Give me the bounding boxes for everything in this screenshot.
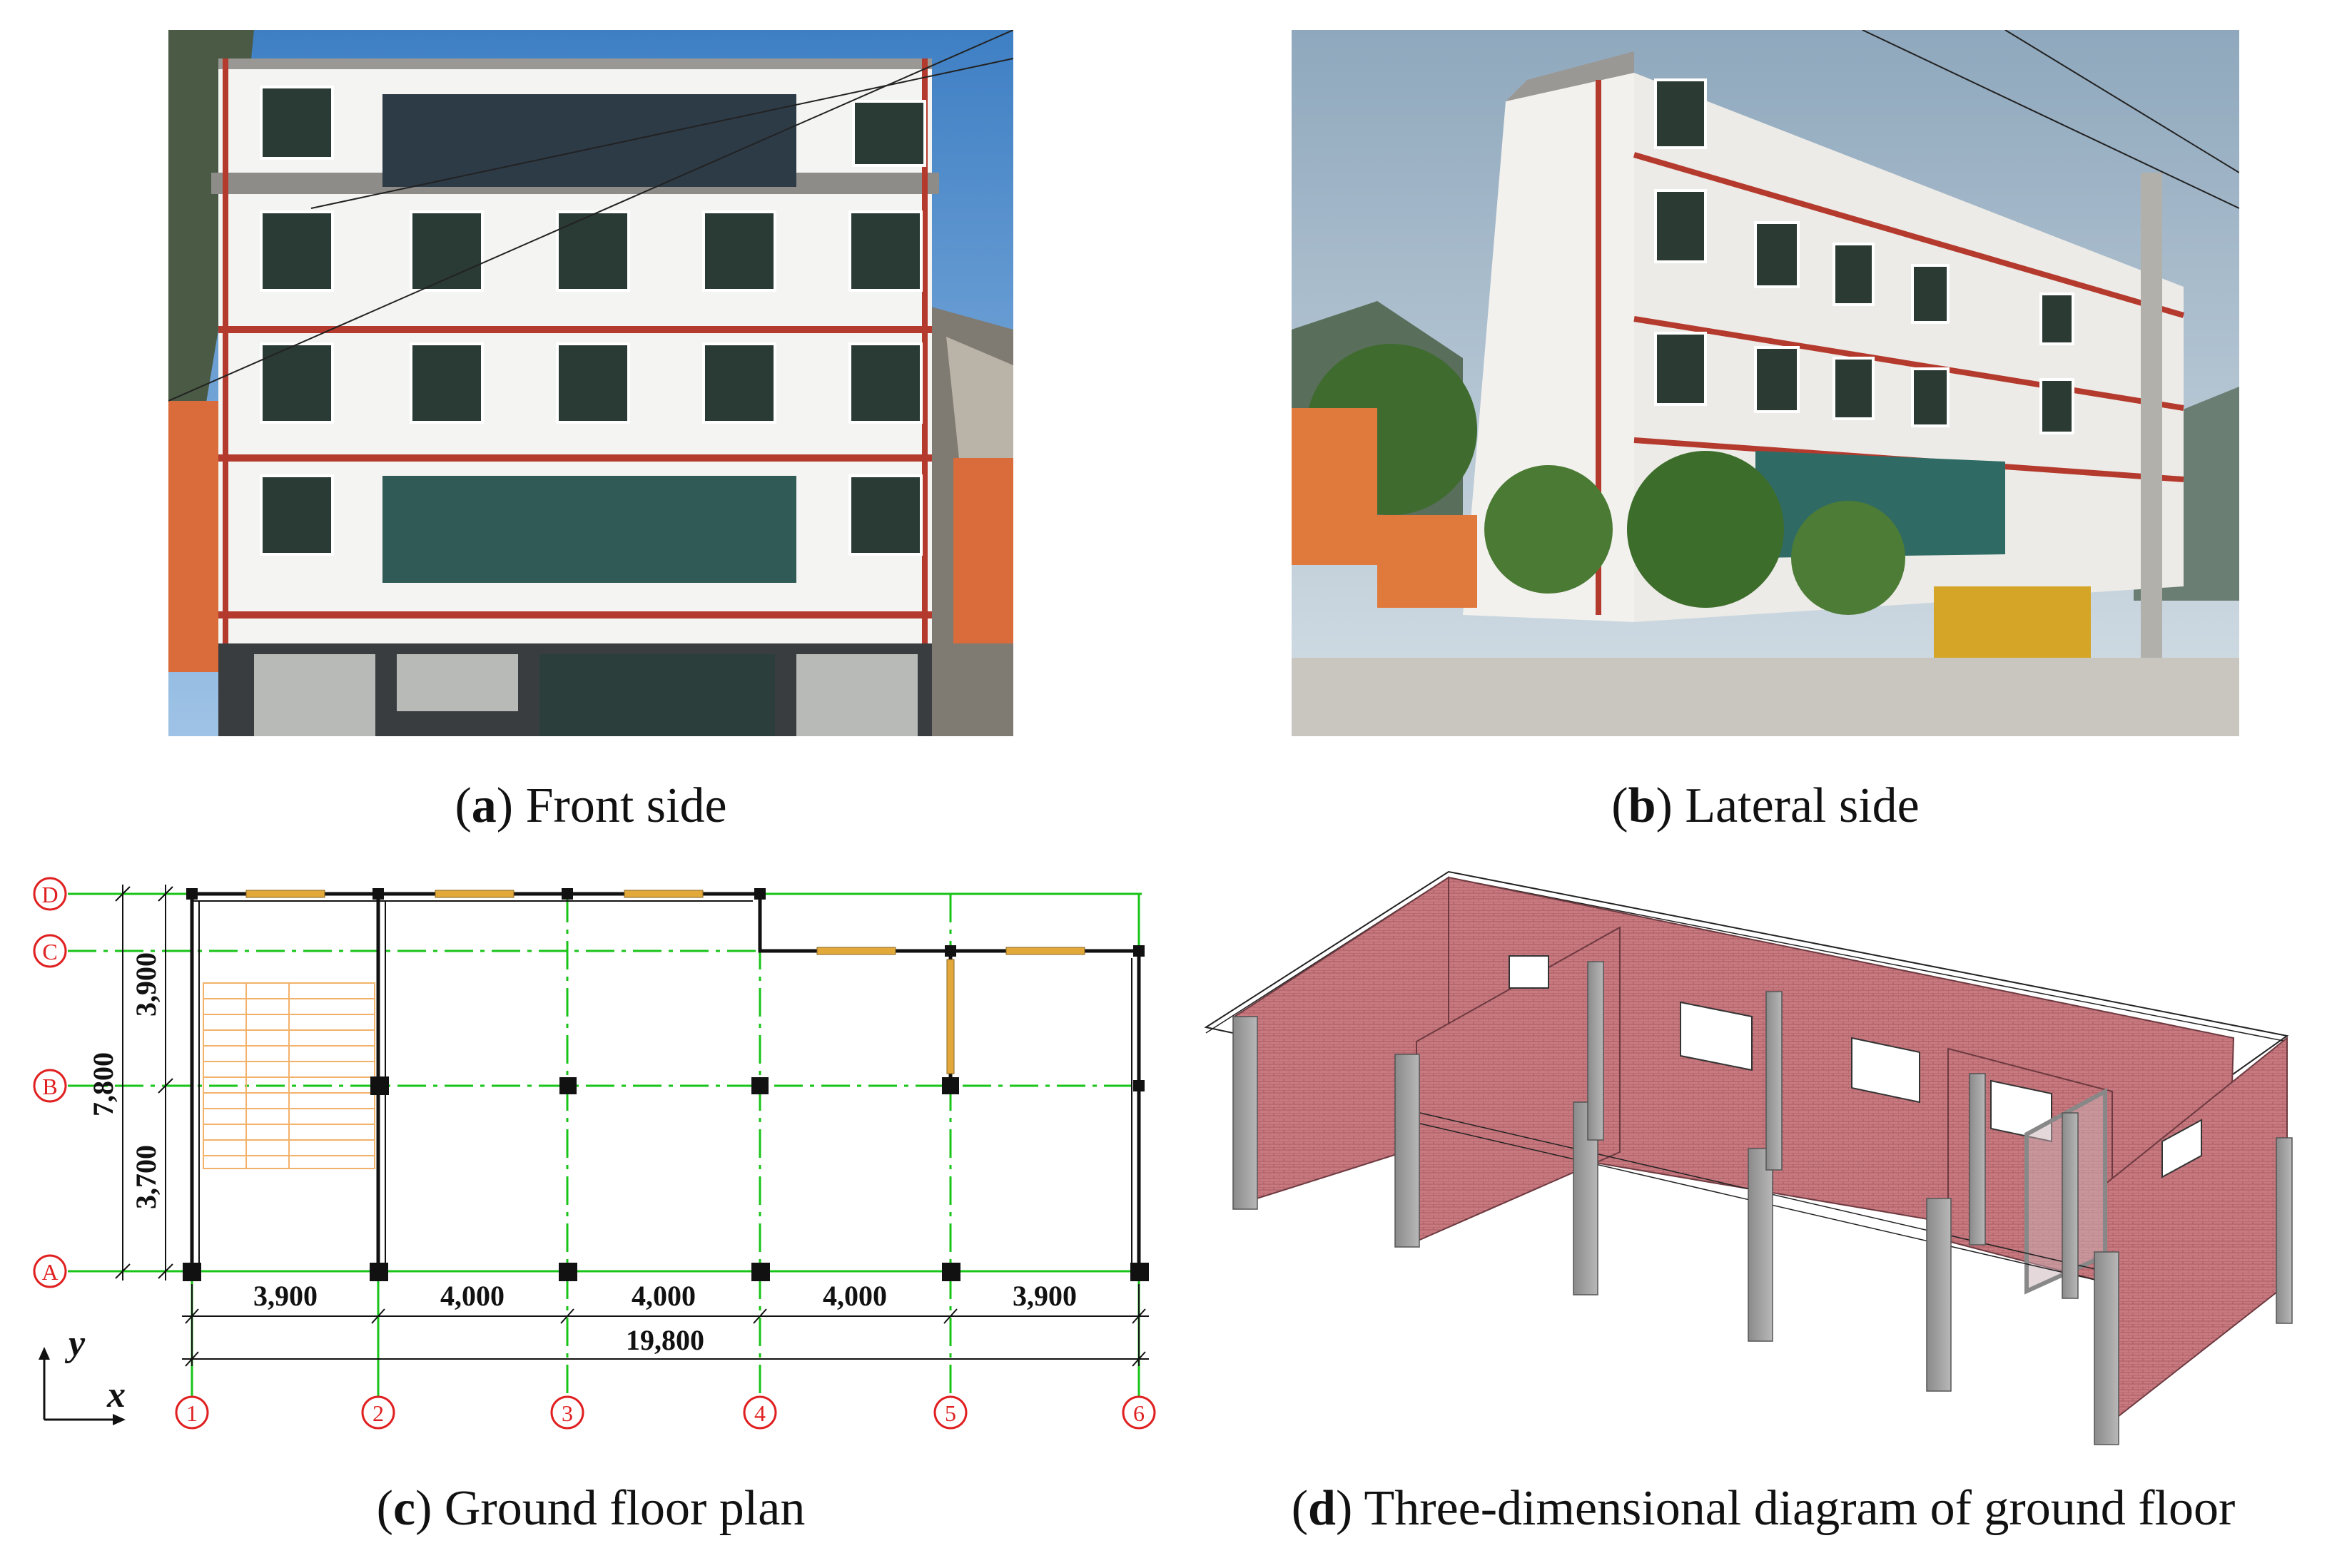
axis-label-D: D xyxy=(41,882,58,907)
axis-bubble-3: 3 xyxy=(550,1395,584,1430)
window-openings xyxy=(1509,955,2202,1178)
caption-b: (b) Lateral side xyxy=(1611,778,1920,833)
axis-y-label: y xyxy=(64,1323,86,1364)
caption-a: (a) Front side xyxy=(455,778,727,833)
ground-floor-3d-diagram xyxy=(1204,870,2293,1445)
caption-d-letter: d xyxy=(1308,1481,1336,1536)
caption-c-label: Ground floor plan xyxy=(444,1481,806,1536)
axis-bubble-C: C xyxy=(33,934,67,968)
axis-label-1: 1 xyxy=(186,1400,198,1426)
vertical-dimensions xyxy=(115,885,173,1281)
caption-b-label: Lateral side xyxy=(1685,778,1920,833)
axis-bubble-2: 2 xyxy=(361,1395,395,1430)
axis-label-A: A xyxy=(41,1259,58,1285)
depth-dim-upper: 3,900 xyxy=(130,952,162,1017)
caption-a-letter: a xyxy=(471,778,497,833)
coordinate-axes: y x xyxy=(39,1323,126,1425)
axis-bubble-4: 4 xyxy=(743,1395,777,1430)
axis-bubble-6: 6 xyxy=(1122,1395,1156,1430)
bay-dim-1: 3,900 xyxy=(253,1280,318,1312)
windows xyxy=(245,890,1085,1074)
lateral-side-photo xyxy=(1292,30,2239,736)
walls xyxy=(190,892,1141,1271)
bay-dim-4: 4,000 xyxy=(823,1280,887,1312)
concrete-columns xyxy=(1232,961,2293,1445)
caption-b-letter: b xyxy=(1628,778,1656,833)
axis-bubble-1: 1 xyxy=(175,1395,209,1430)
depth-dim-lower: 3,700 xyxy=(130,1145,162,1209)
bay-dim-5: 3,900 xyxy=(1013,1280,1077,1312)
caption-d: (d) Three-dimensional diagram of ground … xyxy=(1291,1481,2236,1536)
axis-bubble-B: B xyxy=(33,1069,67,1103)
axis-label-6: 6 xyxy=(1133,1400,1145,1426)
axis-label-C: C xyxy=(42,939,57,964)
axis-label-5: 5 xyxy=(945,1400,956,1426)
caption-d-label: Three-dimensional diagram of ground floo… xyxy=(1364,1481,2236,1536)
front-side-photo xyxy=(168,30,1013,736)
columns xyxy=(183,888,1149,1281)
caption-c: (c) Ground floor plan xyxy=(376,1481,806,1536)
row-axis-bubbles: D C B A xyxy=(33,877,67,1288)
total-length-dim: 19,800 xyxy=(626,1324,704,1356)
axis-x-label: x xyxy=(106,1375,126,1415)
axis-label-3: 3 xyxy=(562,1400,573,1426)
axis-bubble-D: D xyxy=(33,877,67,911)
axis-bubble-5: 5 xyxy=(933,1395,968,1430)
axis-bubble-A: A xyxy=(33,1254,67,1288)
bay-dim-2: 4,000 xyxy=(440,1280,505,1312)
axis-label-B: B xyxy=(42,1074,57,1099)
caption-c-letter: c xyxy=(392,1481,416,1536)
horizontal-dimensions xyxy=(182,1284,1149,1367)
grid-lines xyxy=(68,892,1142,1402)
column-axis-bubbles: 1 2 3 4 5 6 xyxy=(175,1395,1156,1430)
caption-a-label: Front side xyxy=(525,778,727,833)
total-depth-dim: 7,800 xyxy=(87,1052,119,1116)
axis-label-4: 4 xyxy=(754,1400,766,1426)
stairs xyxy=(203,982,375,1169)
bay-dim-3: 4,000 xyxy=(632,1280,696,1312)
ground-floor-plan: D C B A 1 2 3 4 xyxy=(33,877,1156,1430)
axis-label-2: 2 xyxy=(372,1400,384,1426)
